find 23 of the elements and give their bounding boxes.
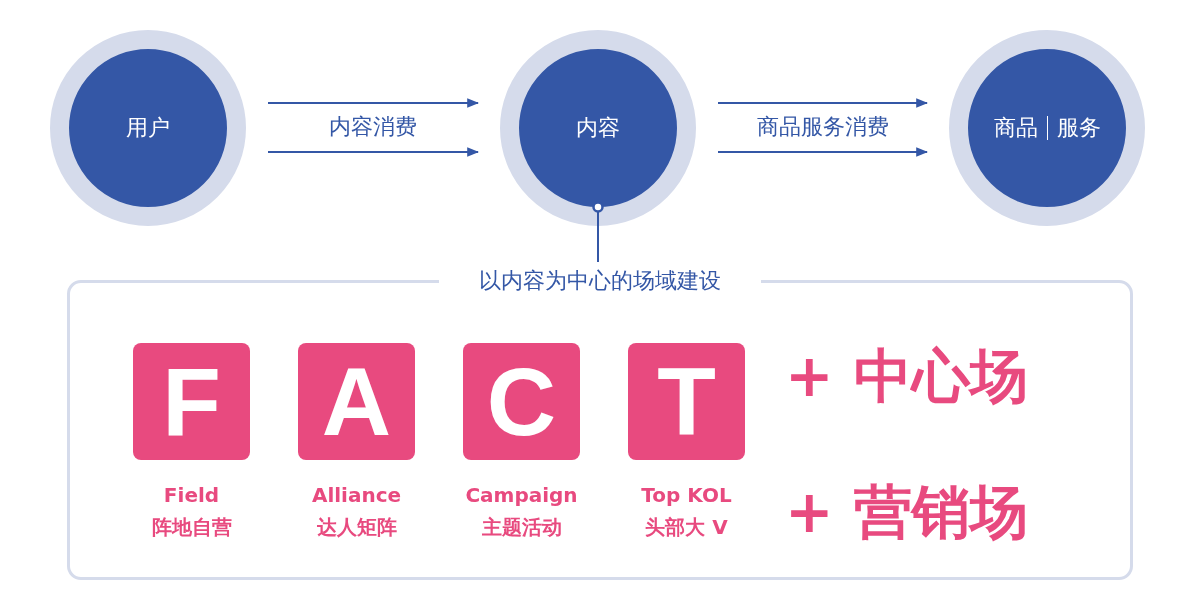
node-text: 内容 [576, 114, 620, 142]
caption-text: Alliance [311, 483, 402, 507]
node-text: 商品 [993, 114, 1038, 142]
caption-text: 阵地自营 [151, 514, 232, 541]
node-text: 用户 [126, 114, 170, 142]
arrow [267, 98, 480, 108]
letter-box: C [463, 343, 580, 460]
caption-text: Field [163, 483, 220, 507]
letter-box: F [133, 343, 250, 460]
arrow [267, 147, 480, 157]
arrow [717, 147, 929, 157]
arrow [717, 98, 929, 108]
label-text: + 营销场 [785, 477, 1028, 548]
caption-text: Top KOL [641, 483, 732, 507]
caption-text: 头部大 V [645, 514, 728, 541]
caption-text: Campaign [465, 483, 578, 507]
letter-box: T [628, 343, 745, 460]
caption-text: 主题活动 [481, 514, 562, 541]
connector-line [592, 201, 604, 263]
caption-text: 达人矩阵 [316, 514, 397, 541]
label-text: + 中心场 [785, 341, 1028, 412]
letter-box: A [298, 343, 415, 460]
node-text: 服务 [1056, 114, 1101, 142]
